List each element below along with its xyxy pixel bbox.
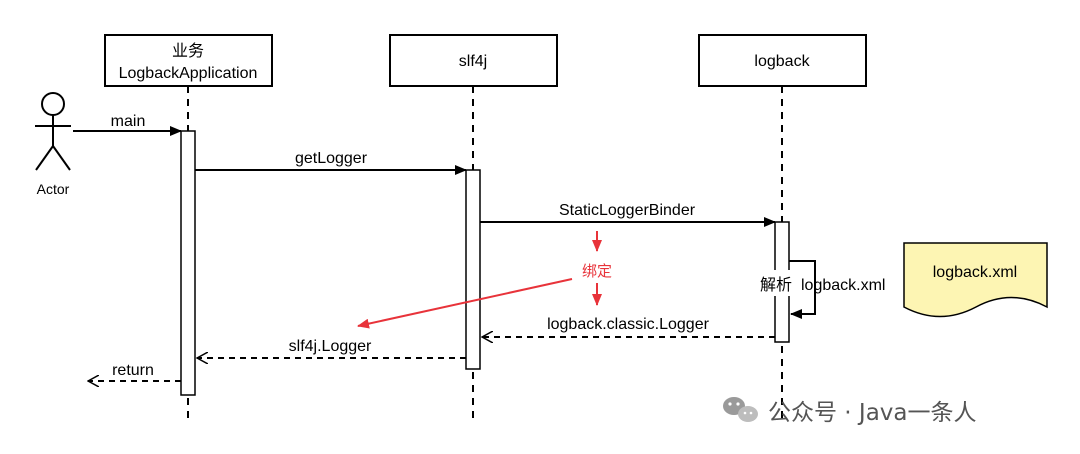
participant-slf4j: slf4j bbox=[389, 34, 558, 87]
wechat-icon bbox=[723, 397, 758, 422]
watermark-text: 公众号 · Java一条人 bbox=[768, 400, 977, 426]
message-main-label: main bbox=[111, 113, 146, 130]
self-message-arrow bbox=[789, 260, 816, 319]
actor-label: Actor bbox=[37, 181, 70, 197]
bind-arrow-diagonal bbox=[357, 278, 573, 329]
self-message-parse-label: 解析 bbox=[760, 276, 792, 294]
message-getlogger-label: getLogger bbox=[295, 150, 368, 167]
participant-app-line2: LogbackApplication bbox=[119, 65, 258, 82]
bind-annotation-label: 绑定 bbox=[582, 262, 612, 280]
activation-slf4j bbox=[465, 169, 481, 370]
message-static-binder-label: StaticLoggerBinder bbox=[559, 202, 696, 219]
return-slf4j-logger-label: slf4j.Logger bbox=[289, 338, 372, 355]
note-logback-xml-text: logback.xml bbox=[933, 264, 1017, 281]
parse-label-bg bbox=[755, 270, 795, 296]
note-logback-xml: logback.xml bbox=[903, 242, 1048, 318]
participant-logback-label: logback bbox=[754, 53, 810, 70]
return-actor-label: return bbox=[112, 362, 154, 379]
return-classic-logger-label: logback.classic.Logger bbox=[547, 316, 710, 333]
actor-figure bbox=[35, 92, 71, 171]
participant-app: 业务 LogbackApplication bbox=[104, 34, 273, 87]
participant-slf4j-label: slf4j bbox=[459, 53, 487, 70]
participant-logback: logback bbox=[698, 34, 867, 87]
participant-app-line1: 业务 bbox=[172, 42, 204, 60]
activation-app bbox=[180, 130, 196, 396]
self-message-logback-xml-label: logback.xml bbox=[801, 277, 885, 294]
